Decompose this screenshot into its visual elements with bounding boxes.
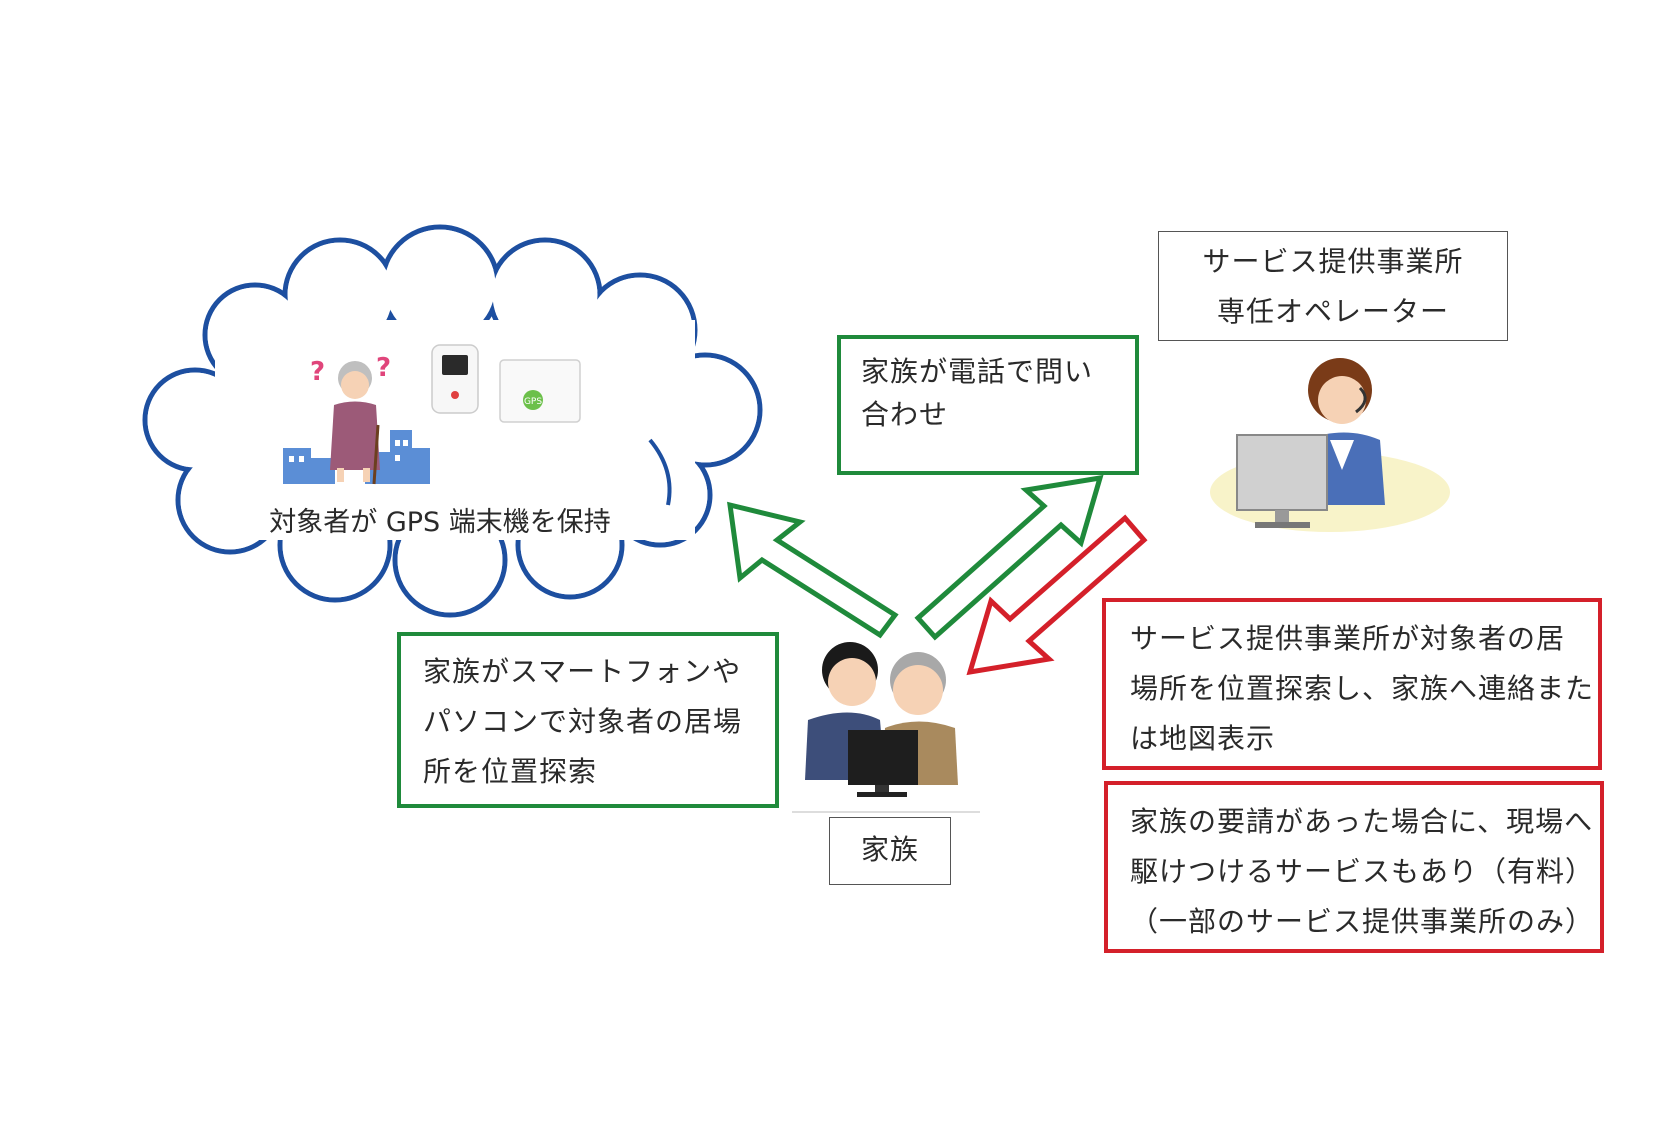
cloud-shape [142, 224, 763, 618]
question-mark-icon: ? [310, 357, 325, 387]
arrow-service-to-family [966, 514, 1148, 676]
smartphone-search-line: 所を位置探索 [423, 755, 598, 788]
service-search-line: サービス提供事業所が対象者の居 [1130, 622, 1566, 655]
phone-inquiry-line: 家族が電話で問い [861, 355, 1094, 388]
elderly-woman-icon: ? ? [310, 353, 391, 485]
phone-inquiry-line: 合わせ [861, 398, 949, 431]
service-search-line: 場所を位置探索し、家族へ連絡また [1130, 672, 1595, 705]
operator-box-line: 専任オペレーター [1216, 295, 1449, 328]
operator-box-line: サービス提供事業所 [1202, 245, 1464, 278]
question-mark-icon: ? [376, 353, 391, 383]
gps-badge: GPS [524, 397, 542, 407]
gps-device-icon: GPS [431, 344, 581, 423]
smartphone-search-line: 家族がスマートフォンや [423, 655, 742, 688]
phone-inquiry-box: 家族が電話で問い 合わせ [837, 335, 1139, 475]
service-search-box: サービス提供事業所が対象者の居 場所を位置探索し、家族へ連絡また は地図表示 [1102, 598, 1602, 770]
rush-service-line: 駆けつけるサービスもあり（有料） [1130, 855, 1595, 888]
operator-box: サービス提供事業所 専任オペレーター [1158, 231, 1508, 341]
headset-icon [1355, 386, 1367, 414]
rush-service-line: 家族の要請があった場合に、現場へ [1130, 805, 1594, 838]
family-label: 家族 [829, 817, 951, 885]
family-label-text: 家族 [860, 833, 919, 866]
rush-service-box: 家族の要請があった場合に、現場へ 駆けつけるサービスもあり（有料） （一部のサー… [1104, 781, 1604, 953]
family-icon [792, 642, 980, 813]
rush-service-line: （一部のサービス提供事業所のみ） [1130, 905, 1595, 938]
arrow-family-to-phone [914, 474, 1104, 641]
cloud-caption: 対象者が GPS 端末機を保持 [269, 507, 611, 538]
smartphone-search-box: 家族がスマートフォンや パソコンで対象者の居場 所を位置探索 [397, 632, 779, 808]
arrow-family-to-cloud [727, 501, 899, 639]
operator-icon [1210, 358, 1450, 532]
cane-icon [372, 424, 380, 485]
service-search-line: は地図表示 [1130, 722, 1276, 755]
monitor-icon [848, 730, 918, 785]
smartphone-search-line: パソコンで対象者の居場 [423, 705, 743, 738]
